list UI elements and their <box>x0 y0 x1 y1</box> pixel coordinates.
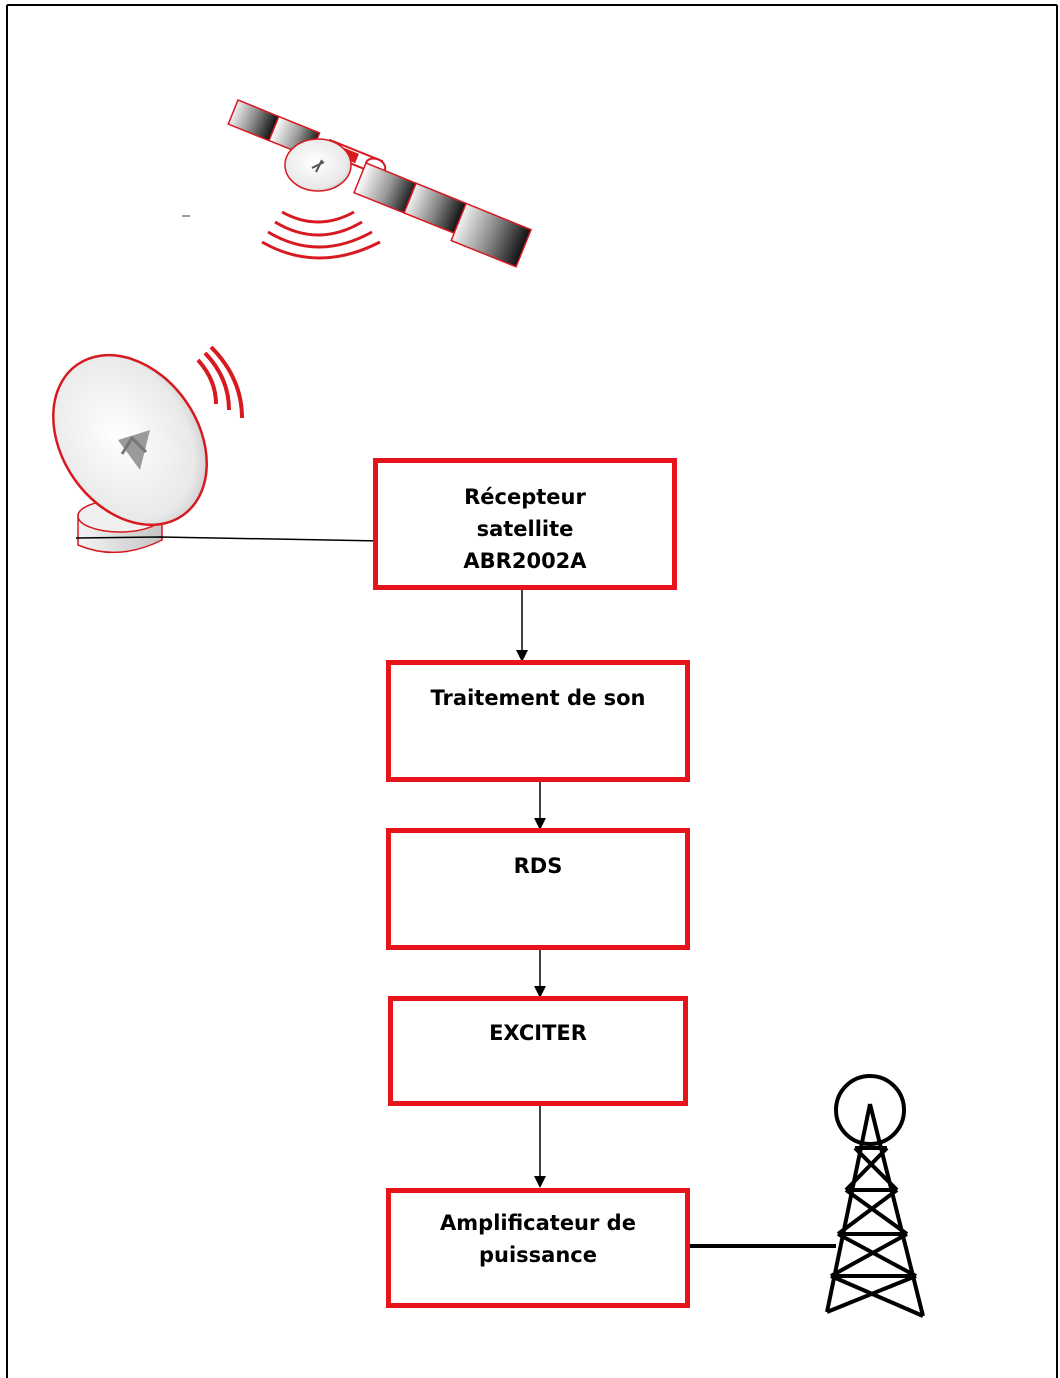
transmitter-tower-icon <box>825 1074 925 1318</box>
satellite-icon <box>182 99 533 268</box>
signal-waves-icon <box>261 210 381 260</box>
block-label-line: EXCITER <box>489 1021 587 1045</box>
block-label-line: Traitement de son <box>430 686 646 710</box>
block-label-line: puissance <box>479 1243 597 1267</box>
sound-processing-block: Traitement de son <box>386 660 690 782</box>
block-label-line: ABR2002A <box>463 549 587 573</box>
block-label-line: Récepteur <box>464 485 586 509</box>
connectors <box>75 534 836 1248</box>
dish-to-receiver-arrow <box>75 534 387 547</box>
block-label-line: RDS <box>513 854 563 878</box>
satellite-dish-icon <box>52 345 244 554</box>
power-amplifier-block: Amplificateur de puissance <box>386 1188 690 1308</box>
block-label-line: Amplificateur de <box>440 1211 636 1235</box>
exciter-block: EXCITER <box>388 996 688 1106</box>
page-frame <box>6 4 1058 1378</box>
rds-block: RDS <box>386 828 690 950</box>
block-label-line: satellite <box>476 517 574 541</box>
satellite-receiver-block: Récepteur satellite ABR2002A <box>373 458 677 590</box>
